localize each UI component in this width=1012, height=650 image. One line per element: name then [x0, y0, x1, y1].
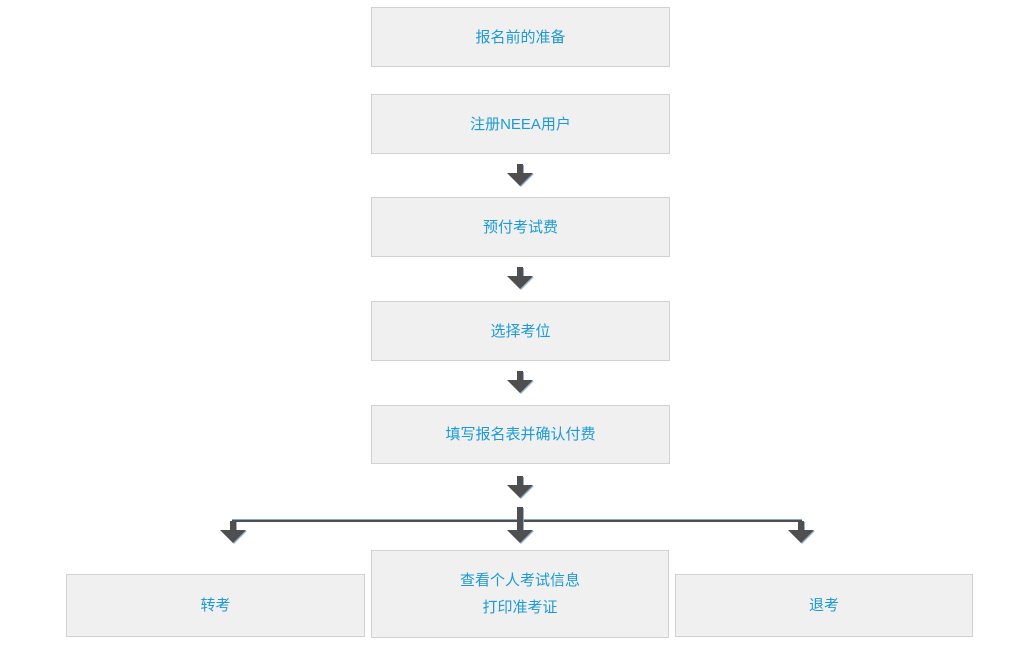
- branch-withdraw-exam[interactable]: 退考: [675, 574, 973, 637]
- down-arrow-icon: [220, 521, 246, 543]
- branch-label: 退考: [808, 597, 839, 614]
- flow-step-select-seat[interactable]: 选择考位: [371, 301, 670, 361]
- flow-step-label: 选择考位: [490, 322, 551, 340]
- down-arrow-icon: [507, 476, 533, 498]
- flow-step-prepay-fee[interactable]: 预付考试费: [371, 197, 670, 257]
- down-arrow-icon: [507, 371, 533, 393]
- branch-transfer-exam[interactable]: 转考: [66, 574, 365, 637]
- branch-label-line1: 查看个人考试信息: [459, 572, 580, 589]
- flow-step-register-neea[interactable]: 注册NEEA用户: [371, 94, 670, 154]
- down-arrow-icon: [507, 507, 533, 543]
- flow-step-label: 注册NEEA用户: [470, 115, 571, 133]
- flow-step-fill-form-confirm-pay[interactable]: 填写报名表并确认付费: [371, 405, 670, 464]
- branch-view-info-print-ticket[interactable]: 查看个人考试信息 打印准考证: [371, 550, 669, 638]
- down-arrow-icon: [788, 521, 814, 543]
- branch-label-line2: 打印准考证: [482, 599, 558, 616]
- down-arrow-icon: [507, 267, 533, 289]
- branch-label: 转考: [200, 597, 231, 614]
- flow-step-label: 报名前的准备: [475, 28, 566, 46]
- flow-step-preparation[interactable]: 报名前的准备: [371, 7, 670, 67]
- flow-step-label: 填写报名表并确认付费: [445, 426, 596, 443]
- down-arrow-icon: [507, 164, 533, 186]
- flow-step-label: 预付考试费: [482, 218, 558, 236]
